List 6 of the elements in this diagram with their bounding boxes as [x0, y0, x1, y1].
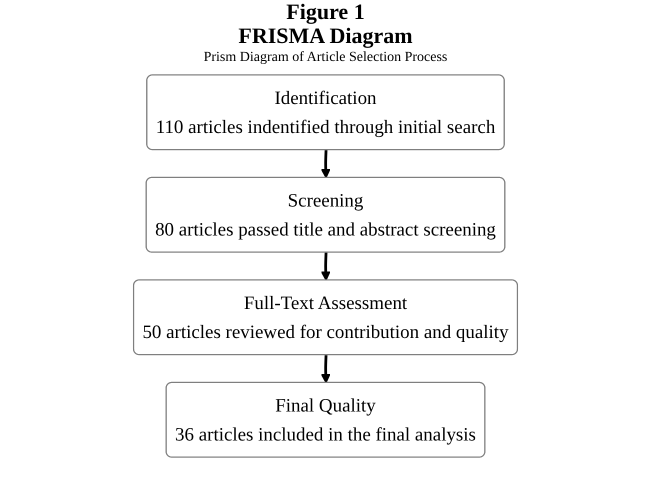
- arrow: [320, 150, 331, 178]
- arrow: [320, 355, 331, 384]
- diagram-title: FRISMA Diagram: [238, 24, 413, 48]
- arrow: [320, 252, 331, 281]
- subtitle: Prism Diagram of Article Selection Process: [204, 50, 448, 66]
- figure-number: Figure 1: [286, 0, 365, 24]
